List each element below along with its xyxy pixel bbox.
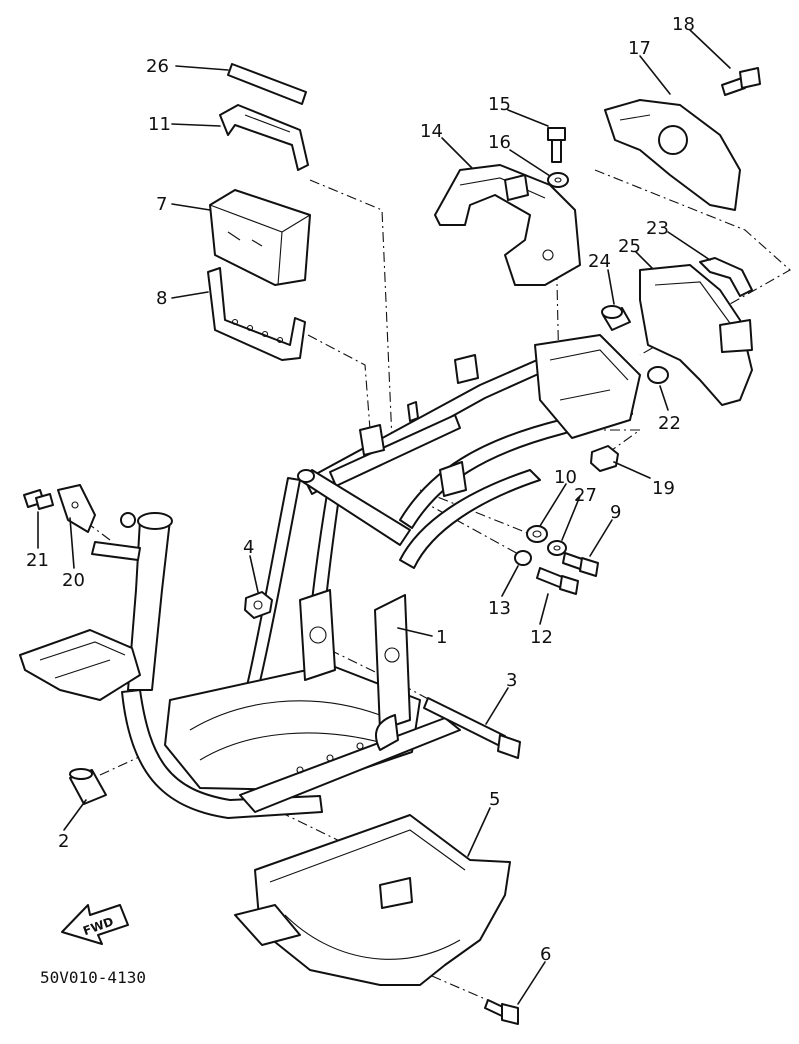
callout-7: 7 <box>156 194 167 215</box>
nut-part-4 <box>244 591 273 619</box>
forward-direction-arrow: FWD <box>61 904 129 945</box>
pad-part-26 <box>227 63 307 105</box>
callout-19: 19 <box>652 478 675 499</box>
callout-8: 8 <box>156 288 167 309</box>
bolt-part-6 <box>484 999 519 1025</box>
bracket-part-17 <box>604 99 741 211</box>
bracket-part-14 <box>434 164 581 286</box>
callout-1: 1 <box>436 627 447 648</box>
callout-15: 15 <box>488 94 511 115</box>
callout-labels: 1 2 3 4 5 6 7 8 9 10 11 12 13 14 15 16 1… <box>26 14 695 965</box>
cover-part-25 <box>639 264 753 406</box>
cap-part-22 <box>647 366 669 384</box>
bolt-part-9 <box>562 552 599 577</box>
callout-24: 24 <box>588 251 611 272</box>
bolt-part-21 <box>23 489 54 510</box>
callout-22: 22 <box>658 413 681 434</box>
callout-20: 20 <box>62 570 85 591</box>
under-cover-part-5 <box>234 814 511 986</box>
bolt-part-12 <box>536 567 579 595</box>
battery-band-part-8 <box>207 267 306 361</box>
main-frame <box>19 334 641 819</box>
callout-25: 25 <box>618 236 641 257</box>
diagram-code: 50V010-4130 <box>40 968 146 987</box>
collar-part-10 <box>526 525 548 543</box>
bolt-part-15 <box>547 127 566 163</box>
callout-21: 21 <box>26 550 49 571</box>
callout-27: 27 <box>574 485 597 506</box>
callout-3: 3 <box>506 670 517 691</box>
callout-11: 11 <box>148 114 171 135</box>
callout-26: 26 <box>146 56 169 77</box>
callout-23: 23 <box>646 218 669 239</box>
callout-14: 14 <box>420 121 443 142</box>
callout-17: 17 <box>628 38 651 59</box>
nut-part-19 <box>590 445 619 472</box>
callout-2: 2 <box>58 831 69 852</box>
long-bolt-part-3 <box>423 697 521 759</box>
washer-part-16 <box>547 172 569 188</box>
callout-5: 5 <box>489 789 500 810</box>
collar-part-27 <box>547 540 567 556</box>
callout-10: 10 <box>554 467 577 488</box>
battery-cover-part-11 <box>219 104 309 171</box>
bolt-part-18 <box>721 67 761 96</box>
callout-13: 13 <box>488 598 511 619</box>
battery-box-part-7 <box>209 189 311 286</box>
leader-lines <box>37 29 731 1005</box>
bracket-part-20 <box>57 484 141 561</box>
collar-part-24 <box>601 305 631 331</box>
callout-9: 9 <box>610 502 621 523</box>
bracket-part-23 <box>699 257 753 297</box>
callout-16: 16 <box>488 132 511 153</box>
washer-part-13 <box>514 550 532 566</box>
callout-4: 4 <box>243 537 254 558</box>
callout-18: 18 <box>672 14 695 35</box>
callout-12: 12 <box>530 627 553 648</box>
callout-6: 6 <box>540 944 551 965</box>
collar-part-2 <box>69 768 107 805</box>
